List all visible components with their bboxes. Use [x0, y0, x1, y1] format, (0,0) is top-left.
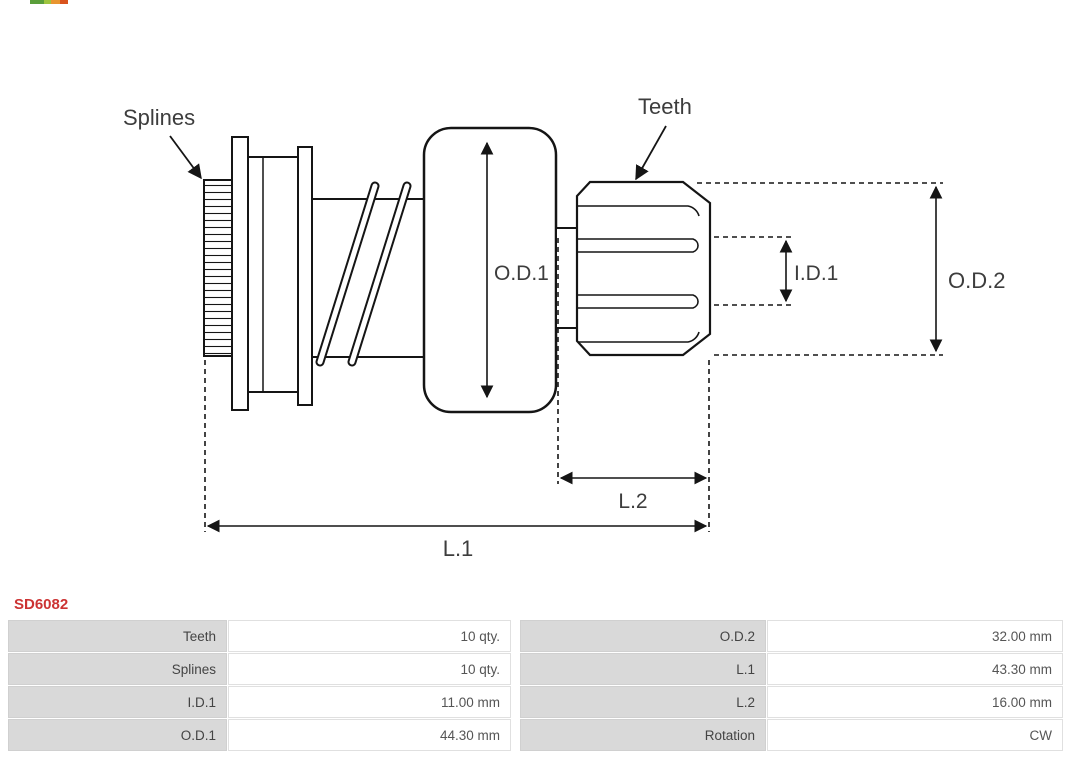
spec-value: 44.30 mm: [228, 719, 511, 751]
spec-label: Splines: [8, 653, 227, 685]
part-number: SD6082: [14, 596, 69, 613]
od2-label: O.D.2: [948, 268, 1005, 293]
table-row: I.D.1 11.00 mm L.2 16.00 mm: [8, 686, 1063, 718]
id1-extension-lines: [714, 236, 792, 306]
l2-label: L.2: [618, 490, 647, 513]
od2-extension-lines: [697, 182, 943, 356]
od1-label: O.D.1: [494, 262, 549, 285]
table-row: Splines 10 qty. L.1 43.30 mm: [8, 653, 1063, 685]
spec-label: O.D.2: [520, 620, 766, 652]
table-row: O.D.1 44.30 mm Rotation CW: [8, 719, 1063, 751]
brand-color-segment: [30, 0, 44, 4]
brand-logo-fragment: [30, 0, 68, 4]
spec-label: Rotation: [520, 719, 766, 751]
spec-label: L.1: [520, 653, 766, 685]
teeth-label: Teeth: [638, 94, 692, 119]
id1-label: I.D.1: [794, 262, 838, 285]
flange-disc-2: [297, 146, 313, 406]
pinion-teeth-lines: [578, 205, 700, 343]
spec-value: 10 qty.: [228, 653, 511, 685]
spec-label: O.D.1: [8, 719, 227, 751]
table-row: Teeth 10 qty. O.D.2 32.00 mm: [8, 620, 1063, 652]
splines-leader-arrow: [169, 135, 202, 180]
spec-table: Teeth 10 qty. O.D.2 32.00 mm Splines 10 …: [8, 620, 1063, 751]
spec-label: L.2: [520, 686, 766, 718]
l2-extension-lines: [557, 238, 710, 532]
neck: [555, 227, 578, 329]
l1-label: L.1: [443, 536, 474, 561]
teeth-leader-arrow: [635, 125, 667, 181]
spec-label: I.D.1: [8, 686, 227, 718]
spec-label: Teeth: [8, 620, 227, 652]
splines-label: Splines: [123, 105, 195, 130]
spec-value: 43.30 mm: [767, 653, 1063, 685]
brand-color-segment: [44, 0, 51, 4]
brand-color-segment: [60, 0, 68, 4]
spline-shaft: [203, 179, 233, 357]
spec-value: CW: [767, 719, 1063, 751]
flange-disc-1: [231, 136, 249, 411]
spec-value: 11.00 mm: [228, 686, 511, 718]
starter-drive-diagram: Splines Teeth O.D.1: [123, 94, 1005, 561]
pinion-gear: [575, 180, 712, 357]
spec-value: 10 qty.: [228, 620, 511, 652]
spec-value: 16.00 mm: [767, 686, 1063, 718]
brand-color-segment: [51, 0, 60, 4]
hub: [247, 156, 299, 393]
spring: [312, 181, 424, 367]
spec-value: 32.00 mm: [767, 620, 1063, 652]
